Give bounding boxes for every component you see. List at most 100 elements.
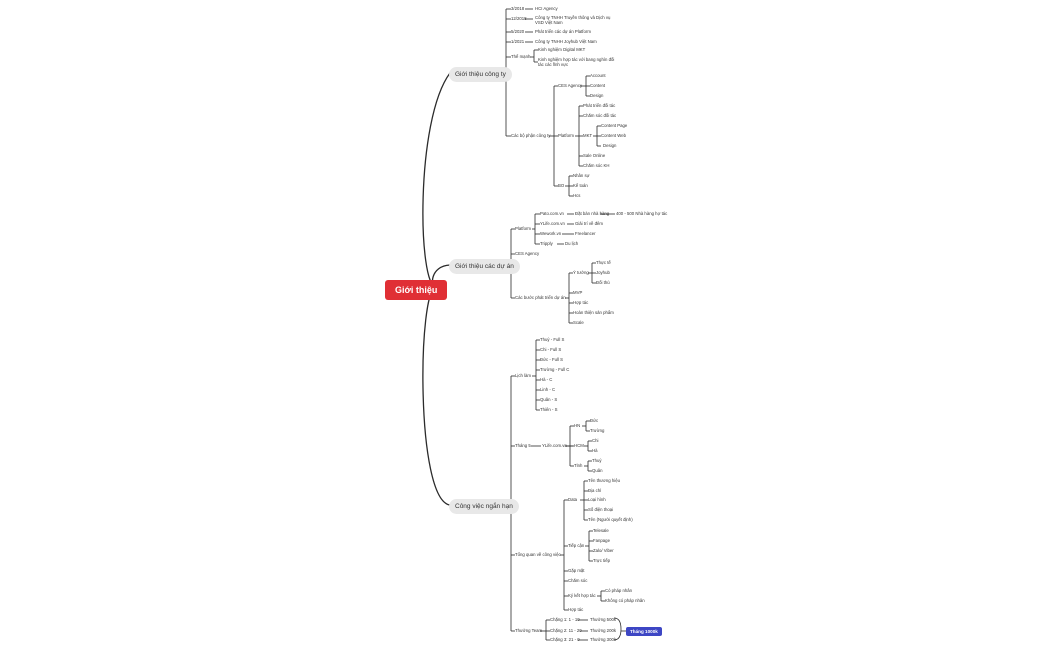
overview-contract[interactable]: Ký kết hợp tác <box>568 593 596 598</box>
project-tripply-desc[interactable]: Du lịch <box>565 241 579 246</box>
process-finalize[interactable]: Hoàn thiện sản phẩm <box>573 310 614 315</box>
platform-partner-care[interactable]: Chăm sóc đối tác <box>583 113 617 118</box>
schedule-item-6[interactable]: Linh - C <box>540 387 556 392</box>
timeline-text-3[interactable]: Phát triển các dự án Platform <box>535 29 591 34</box>
process-mvp[interactable]: MVP <box>573 290 583 295</box>
project-ylife-desc[interactable]: Giải trí về đêm <box>575 221 603 226</box>
bonus-label[interactable]: Thưởng Team <box>515 628 543 633</box>
tinh-person-1[interactable]: Thuý <box>592 458 602 463</box>
bonus-level-2[interactable]: Chặng 2: 11 - 20 <box>550 628 582 633</box>
timeline-text-1[interactable]: HCI Agency <box>535 6 558 11</box>
idea-competitor[interactable]: Đối thủ <box>596 280 610 285</box>
contract-legal[interactable]: Có pháp nhân <box>605 588 632 593</box>
agency-account[interactable]: Account <box>590 73 606 78</box>
overview-label[interactable]: Tổng quan về công việc <box>515 552 561 557</box>
timeline-date-1[interactable]: 3/2018 <box>511 6 525 11</box>
idea-joyhub[interactable]: Joyhub <box>596 270 610 275</box>
timeline-date-4[interactable]: 1/2021 <box>511 39 525 44</box>
connector-0 <box>422 72 451 288</box>
dept-bo[interactable]: BO <box>558 183 565 188</box>
project-platform-label[interactable]: Platform <box>515 226 531 231</box>
bo-hr[interactable]: Nhân sự <box>573 173 590 178</box>
schedule-item-5[interactable]: Hà - C <box>540 377 553 382</box>
branch-company-intro[interactable]: Giới thiệu công ty <box>449 67 512 83</box>
branch-short-term[interactable]: Công việc ngắn hạn <box>449 499 519 515</box>
process-label[interactable]: Các bước phát triển dự án <box>515 295 566 300</box>
project-pato[interactable]: Pato.com.vn <box>540 211 564 216</box>
bonus-reward-1[interactable]: Thưởng 500k <box>590 617 616 622</box>
bo-accounting[interactable]: Kế toán <box>573 183 588 188</box>
data-brand[interactable]: Tên thương hiệu <box>588 478 620 483</box>
approach-telesale[interactable]: Telesale <box>593 528 609 533</box>
bo-admin[interactable]: Hcs <box>573 193 581 198</box>
mkt-content-web[interactable]: Content Web <box>601 133 627 138</box>
overview-care[interactable]: Chăm sóc <box>568 578 588 583</box>
contract-no-legal[interactable]: Không có pháp nhân <box>605 598 645 603</box>
overview-data[interactable]: Data <box>568 497 578 502</box>
schedule-item-8[interactable]: Thiên - S <box>540 407 558 412</box>
bonus-level-1[interactable]: Chặng 1: 1 - 10 <box>550 617 580 622</box>
branch-project-intro[interactable]: Giới thiệu các dự án <box>449 259 520 275</box>
dept-ces-agency[interactable]: CES Agency <box>558 83 583 88</box>
platform-mkt[interactable]: MKT <box>583 133 593 138</box>
mkt-design[interactable]: Design <box>603 143 617 148</box>
overview-cooperate[interactable]: Hợp tác <box>568 607 584 612</box>
mkt-content-page[interactable]: Content Page <box>601 123 628 128</box>
platform-customer-care[interactable]: Chăm sóc KH <box>583 163 610 168</box>
overview-approach[interactable]: Tiếp cận <box>568 543 585 548</box>
process-idea[interactable]: Ý tưởng <box>573 270 589 275</box>
project-wework[interactable]: Wework.vn <box>540 231 562 236</box>
platform-sale-online[interactable]: Sale Online <box>583 153 606 158</box>
root-node[interactable]: Giới thiệu <box>385 280 448 301</box>
bonus-reward-3[interactable]: Thưởng 300k <box>590 637 616 642</box>
process-scale[interactable]: Scale <box>573 320 584 325</box>
data-type[interactable]: Loại hình <box>588 497 606 502</box>
approach-fanpage[interactable]: Fanpage <box>593 538 610 543</box>
project-ylife[interactable]: YLife.com.vn <box>540 221 565 226</box>
tinh-person-2[interactable]: Quân <box>592 468 603 473</box>
data-phone[interactable]: Số điện thoại <box>588 507 614 512</box>
timeline-text-4[interactable]: Công ty TNHH Joyhub Việt Nam <box>535 39 597 44</box>
strength-1[interactable]: Kinh nghiệm Digital MKT <box>538 47 586 52</box>
project-tripply[interactable]: Tripply <box>540 241 553 246</box>
month-label[interactable]: Tháng 5 <box>515 443 531 448</box>
schedule-item-3[interactable]: Đức - Full S <box>540 357 563 362</box>
idea-reality[interactable]: Thực tế <box>596 260 611 265</box>
hn-person-2[interactable]: Trường <box>590 428 605 433</box>
schedule-item-7[interactable]: Quân - S <box>540 397 558 402</box>
city-hn[interactable]: HN <box>574 423 581 428</box>
data-decision-maker[interactable]: Tên (Người quyết định) <box>588 517 633 522</box>
hn-person-1[interactable]: Đức <box>590 418 599 423</box>
process-cooperate[interactable]: Hợp tác <box>573 300 589 305</box>
approach-zalo-viber[interactable]: Zalo/ Viber <box>593 548 614 553</box>
project-wework-desc[interactable]: Freelancer <box>575 231 596 236</box>
hcm-person-1[interactable]: Chi <box>592 438 599 443</box>
project-pato-desc[interactable]: Đặt bàn nhà hàng <box>575 211 610 216</box>
schedule-item-1[interactable]: Thuý - Full S <box>540 337 565 342</box>
city-hcm[interactable]: HCM <box>574 443 584 448</box>
agency-content[interactable]: Content <box>590 83 606 88</box>
timeline-date-2[interactable]: 12/2018 <box>511 16 527 21</box>
agency-design[interactable]: Design <box>590 93 604 98</box>
project-ces-agency[interactable]: CES Agency <box>515 251 540 256</box>
timeline-text-2[interactable]: Công ty TNHH Truyền thông và Dịch vụ VSD… <box>535 15 611 25</box>
project-pato-extra[interactable]: 400 - 500 Nhà hàng hợ tác <box>616 211 668 216</box>
schedule-item-2[interactable]: Chi - Full S <box>540 347 562 352</box>
strengths-label[interactable]: Thế mạnh <box>511 54 531 59</box>
hcm-person-2[interactable]: Hà <box>592 448 598 453</box>
data-address[interactable]: Địa chỉ <box>588 488 602 493</box>
schedule-label[interactable]: Lịch làm <box>515 373 532 378</box>
approach-direct[interactable]: Trực tiếp <box>593 558 611 563</box>
schedule-item-4[interactable]: Trường - Full C <box>540 367 570 372</box>
overview-meeting[interactable]: Gặp mặt <box>568 568 585 573</box>
bonus-level-3[interactable]: Chặng 3: 21 - 0 <box>550 637 580 642</box>
strength-2[interactable]: Kinh nghiệm hợp tác với bang nghìn đối t… <box>538 57 615 67</box>
bonus-total-tag[interactable]: Tháng 1000k <box>626 627 662 637</box>
platform-partner-dev[interactable]: Phát triển đối tác <box>583 103 616 108</box>
dept-platform[interactable]: Platform <box>558 133 574 138</box>
month-site[interactable]: YLife.com.vn <box>542 443 567 448</box>
timeline-date-3[interactable]: 5/2020 <box>511 29 525 34</box>
city-tinh[interactable]: Tỉnh <box>574 463 583 468</box>
departments-label[interactable]: Các bộ phận công ty <box>511 133 551 138</box>
bonus-reward-2[interactable]: Thưởng 200k <box>590 628 616 633</box>
